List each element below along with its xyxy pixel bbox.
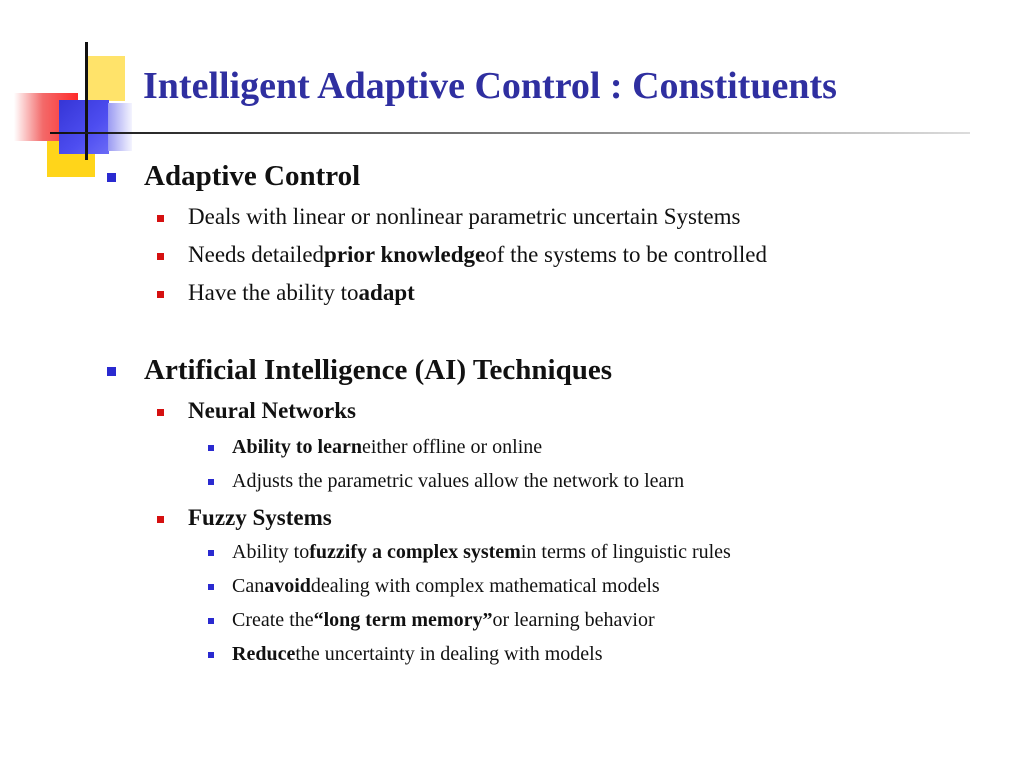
bullet-square-icon (157, 516, 164, 523)
bullet-square-icon (208, 584, 214, 590)
bullet-square-icon (208, 550, 214, 556)
bullet-square-icon (107, 173, 116, 182)
bullet-item: Ability to fuzzify a complex system in t… (208, 541, 731, 564)
vertical-rule (85, 42, 88, 160)
bullet-square-icon (157, 291, 164, 298)
bullet-item: Can avoid dealing with complex mathemati… (208, 575, 660, 598)
bullet-item: Have the ability to adapt (157, 280, 415, 306)
subsection-heading-neural-networks: Neural Networks (157, 398, 356, 424)
slide-logo (0, 0, 150, 190)
bullet-item: Create the “long term memory” or learnin… (208, 609, 655, 632)
bullet-square-icon (208, 479, 214, 485)
bullet-item: Adjusts the parametric values allow the … (208, 470, 684, 493)
bullet-item: Reduce the uncertainty in dealing with m… (208, 643, 602, 666)
bullet-item: Deals with linear or nonlinear parametri… (157, 204, 740, 230)
bullet-square-icon (208, 618, 214, 624)
yellow-square-decoration (87, 56, 125, 101)
blue-square-decoration (59, 100, 109, 154)
bullet-square-icon (157, 215, 164, 222)
bullet-item: Ability to learn either offline or onlin… (208, 436, 542, 459)
section-heading-ai-techniques: Artificial Intelligence (AI) Techniques (107, 354, 612, 387)
bullet-square-icon (208, 652, 214, 658)
bullet-square-icon (157, 409, 164, 416)
bullet-square-icon (107, 367, 116, 376)
bullet-square-icon (208, 445, 214, 451)
title-underline-rule (50, 132, 970, 134)
light-blue-square-decoration (108, 103, 132, 151)
bullet-item: Needs detailed prior knowledge of the sy… (157, 242, 767, 268)
bullet-square-icon (157, 253, 164, 260)
section-heading-adaptive-control: Adaptive Control (107, 160, 360, 193)
subsection-heading-fuzzy-systems: Fuzzy Systems (157, 505, 332, 531)
slide-title: Intelligent Adaptive Control : Constitue… (143, 65, 837, 107)
